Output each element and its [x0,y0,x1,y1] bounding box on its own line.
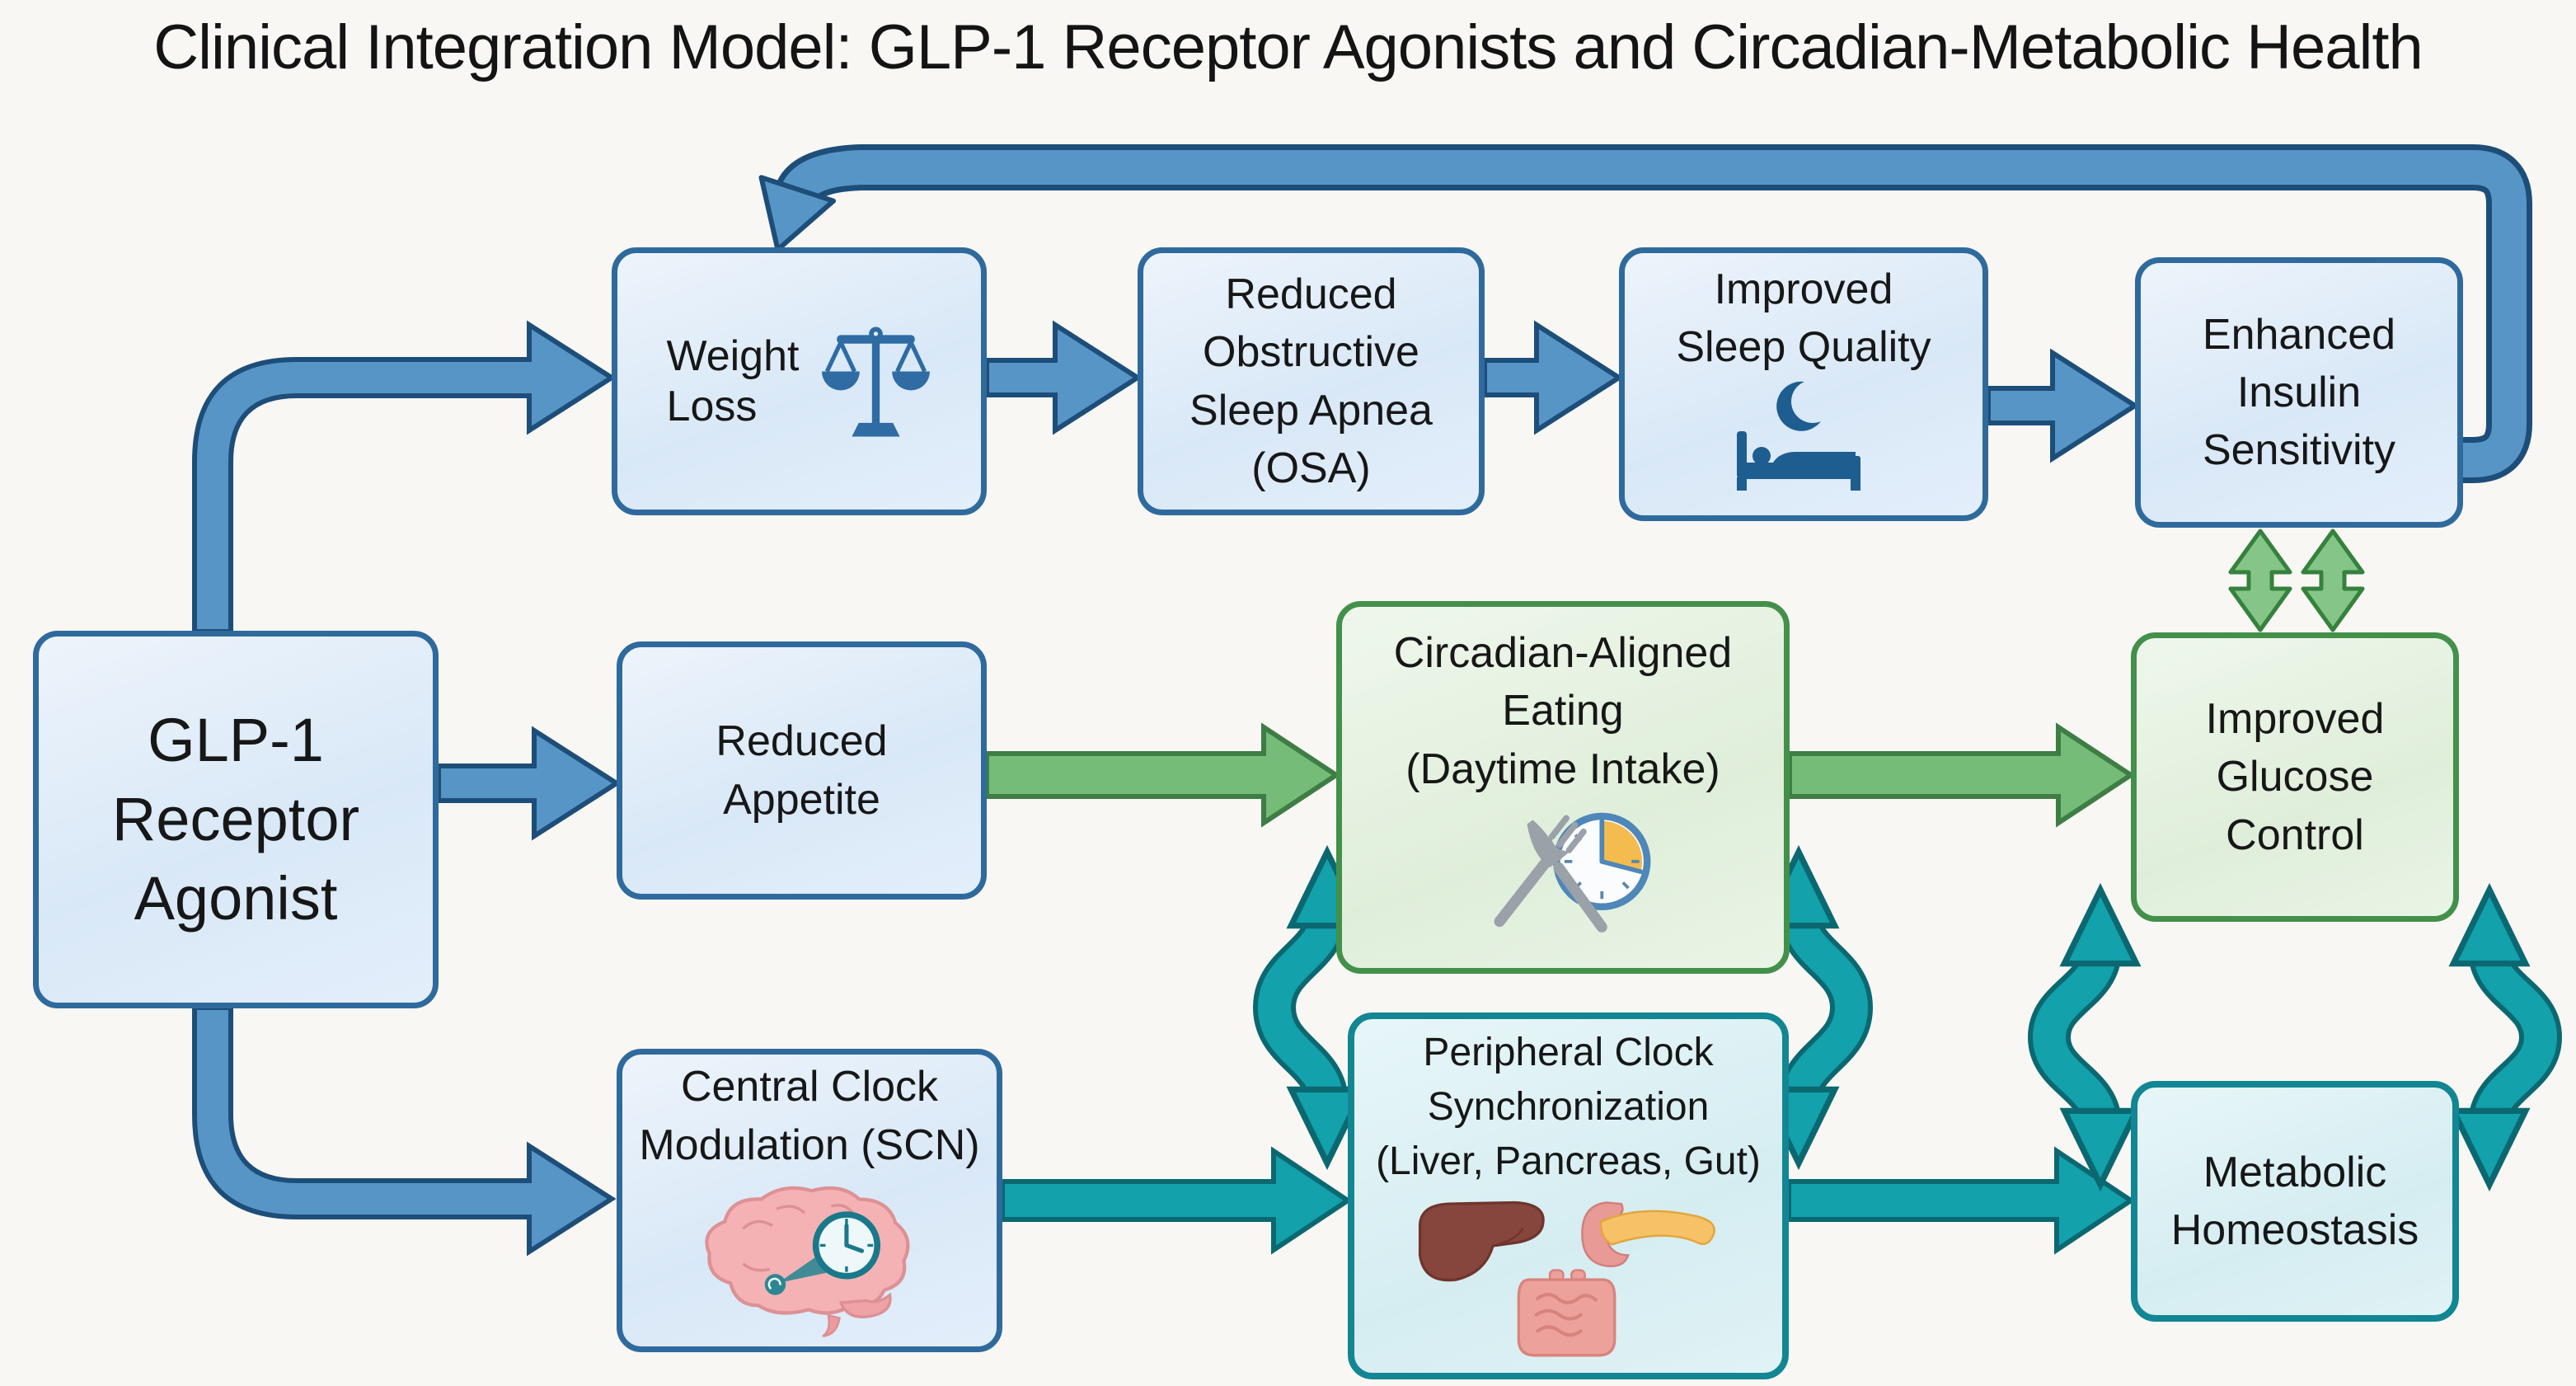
edge-osa-to-sleepquality [1482,320,1624,435]
edge-weightloss-to-osa [984,320,1143,435]
balance-scale-icon [822,327,931,436]
liver-pancreas-gut-icon [1418,1200,1715,1356]
node-label-line: Glucose [2216,753,2374,801]
edge-centralclock-to-peripheral [1000,1146,1353,1255]
fork-knife-clock-icon [1494,812,1651,933]
node-label-line: Modulation (SCN) [639,1121,980,1169]
edge-glp1-to-appetite [436,726,622,841]
node-label-line: Reduced [716,717,888,766]
node-label-line: Eating [1502,687,1624,735]
node-label-line: Synchronization [1427,1085,1710,1130]
node-label-line: Obstructive [1203,328,1419,377]
edge-glp1-to-weightloss [192,320,617,634]
node-label-line: Weight [666,332,800,381]
node-enhanced-insulin-sensitivity: Enhanced Insulin Sensitivity [2135,257,2463,528]
node-label-line: Receptor [111,785,360,854]
node-peripheral-clock-sync: Peripheral Clock Synchronization (Liver,… [1348,1012,1789,1379]
node-label-line: Central Clock [680,1063,939,1111]
node-improved-glucose-control: Improved Glucose Control [2131,632,2459,922]
node-central-clock-modulation: Central Clock Modulation (SCN) [617,1049,1002,1352]
node-label-line: GLP-1 [148,706,324,775]
node-label-line: (Liver, Pancreas, Gut) [1376,1139,1761,1183]
node-label-line: Improved [2205,695,2385,744]
edge-sleepquality-to-insulin [1986,348,2140,463]
node-weight-loss: Weight Loss [612,247,987,515]
edge-insulin-feedback-loop [758,144,2532,483]
brain-clock-icon [705,1186,910,1337]
edge-insulin-glucose-bidirectional [2228,529,2365,632]
node-label-line: Sensitivity [2202,426,2396,475]
edge-circadian-to-glucose [1787,722,2136,828]
node-label-line: Loss [666,382,758,430]
node-improved-sleep-quality: Improved Sleep Quality [1619,247,1988,521]
node-label-line: Agonist [134,863,338,933]
node-reduced-osa: Reduced Obstructive Sleep Apnea (OSA) [1138,247,1485,515]
pancreas-icon [1580,1200,1715,1267]
edge-circadian-peripheral-cycle [1252,844,1874,1171]
node-reduced-appetite: Reduced Appetite [617,641,987,900]
intestine-icon [1517,1268,1616,1356]
edge-appetite-to-circadian [984,722,1341,828]
liver-icon [1418,1200,1545,1281]
node-circadian-aligned-eating: Circadian-Aligned Eating (Daytime Intake… [1336,601,1790,974]
node-label-line: (OSA) [1251,444,1371,492]
node-metabolic-homeostasis: Metabolic Homeostasis [2131,1081,2459,1322]
node-label-line: Peripheral Clock [1423,1031,1714,1075]
moon-and-bed-icon [1737,382,1860,491]
node-label-line: Sleep Apnea [1189,386,1433,435]
node-label-line: (Daytime Intake) [1405,745,1720,793]
node-label-line: Enhanced [2202,310,2396,359]
node-label-line: Reduced [1225,270,1397,318]
node-label-line: Appetite [723,775,880,824]
node-label-line: Metabolic [2203,1148,2387,1196]
edge-glucose-metabolic-cycle [2027,882,2563,1192]
node-glp1-receptor-agonist: GLP-1 Receptor Agonist [33,631,439,1008]
node-label-line: Circadian-Aligned [1393,629,1733,678]
node-label-line: Improved [1714,265,1893,313]
node-label-line: Insulin [2236,368,2362,416]
node-label-line: Homeostasis [2170,1206,2419,1254]
edge-glp1-to-centralclock [192,1005,617,1257]
node-label-line: Control [2226,810,2364,859]
node-label-line: Sleep Quality [1676,323,1931,371]
diagram-title: Clinical Integration Model: GLP-1 Recept… [153,12,2424,82]
edge-peripheral-to-metabolic [1786,1146,2136,1255]
